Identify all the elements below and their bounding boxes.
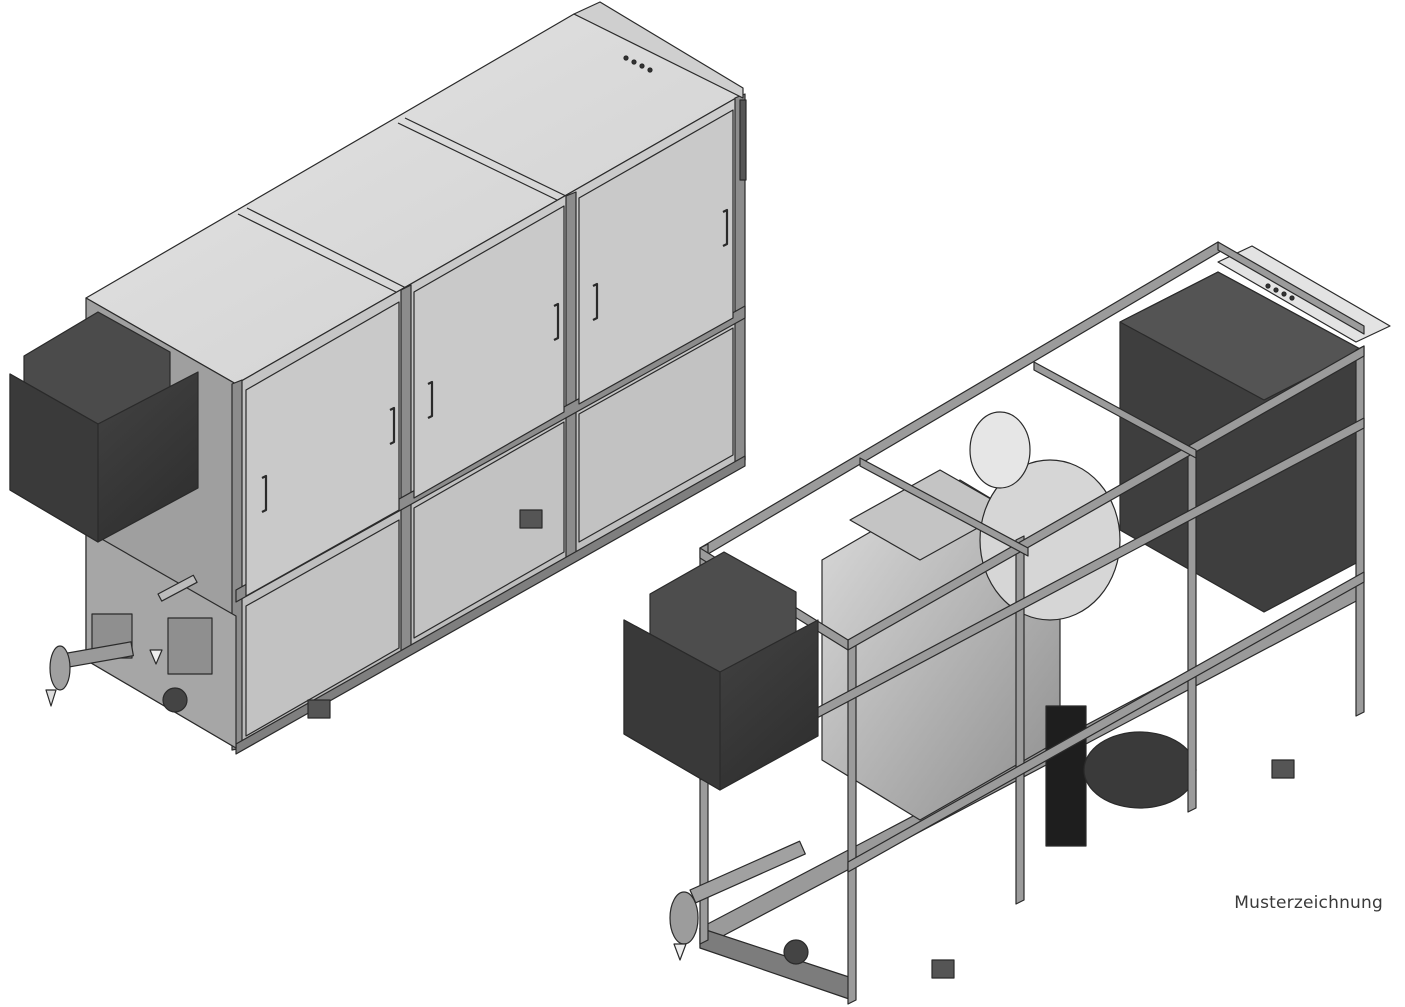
open-frame-unit	[623, 241, 1391, 1005]
drawing-caption: Musterzeichnung	[1234, 893, 1383, 913]
enclosed-unit	[9, 1, 747, 755]
generator	[979, 459, 1121, 621]
